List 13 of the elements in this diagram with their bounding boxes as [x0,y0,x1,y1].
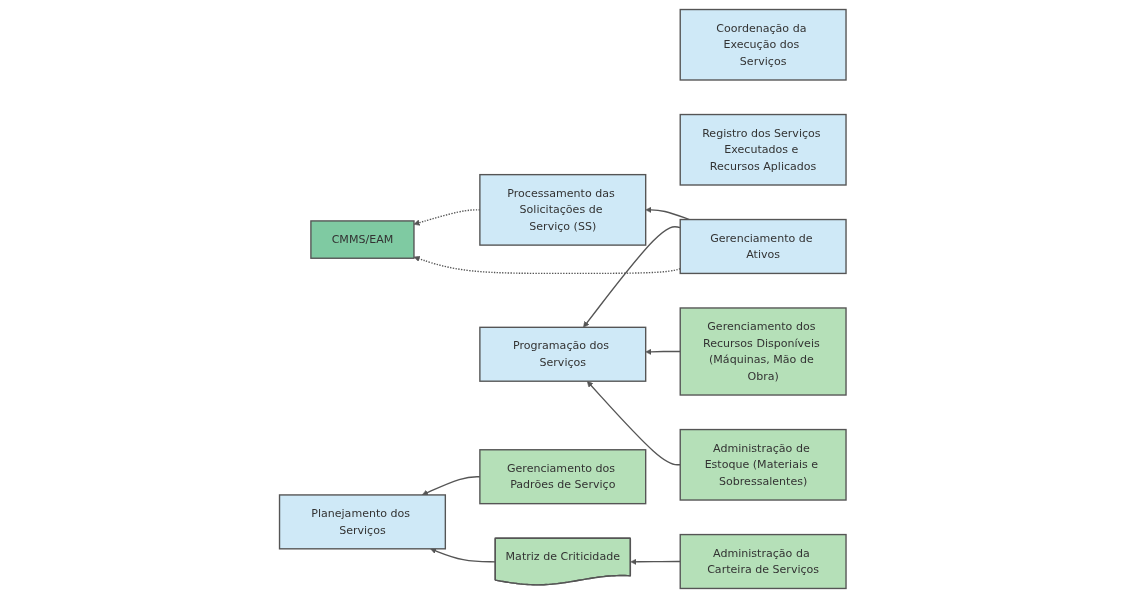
node-box: Programação dos Serviços [479,326,647,382]
node-box: Administração de Estoque (Materiais e Sobressalentes) [679,428,847,501]
node-box: Gerenciamento dos Recursos Disponíveis (Máquinas, Mão de Obra) [679,306,847,396]
node-box: Gerenciamento dos Padrões de Serviço [479,448,647,504]
node-box: Coordenação da Execução dos Serviços [679,8,847,81]
node-box: Gerenciamento de Ativos [679,218,847,274]
node-box: Planejamento dos Serviços [279,493,447,549]
node-box: CMMS/EAM [310,219,415,259]
node-box: Registro dos Serviços Executados e Recursos Aplicados [679,113,847,186]
node-box: Processamento das Solicitações de Serviço (SS) [479,173,647,246]
arrow [422,475,481,495]
node-box: Administração da Carteira de Serviços [679,533,847,589]
arrow [430,547,497,563]
